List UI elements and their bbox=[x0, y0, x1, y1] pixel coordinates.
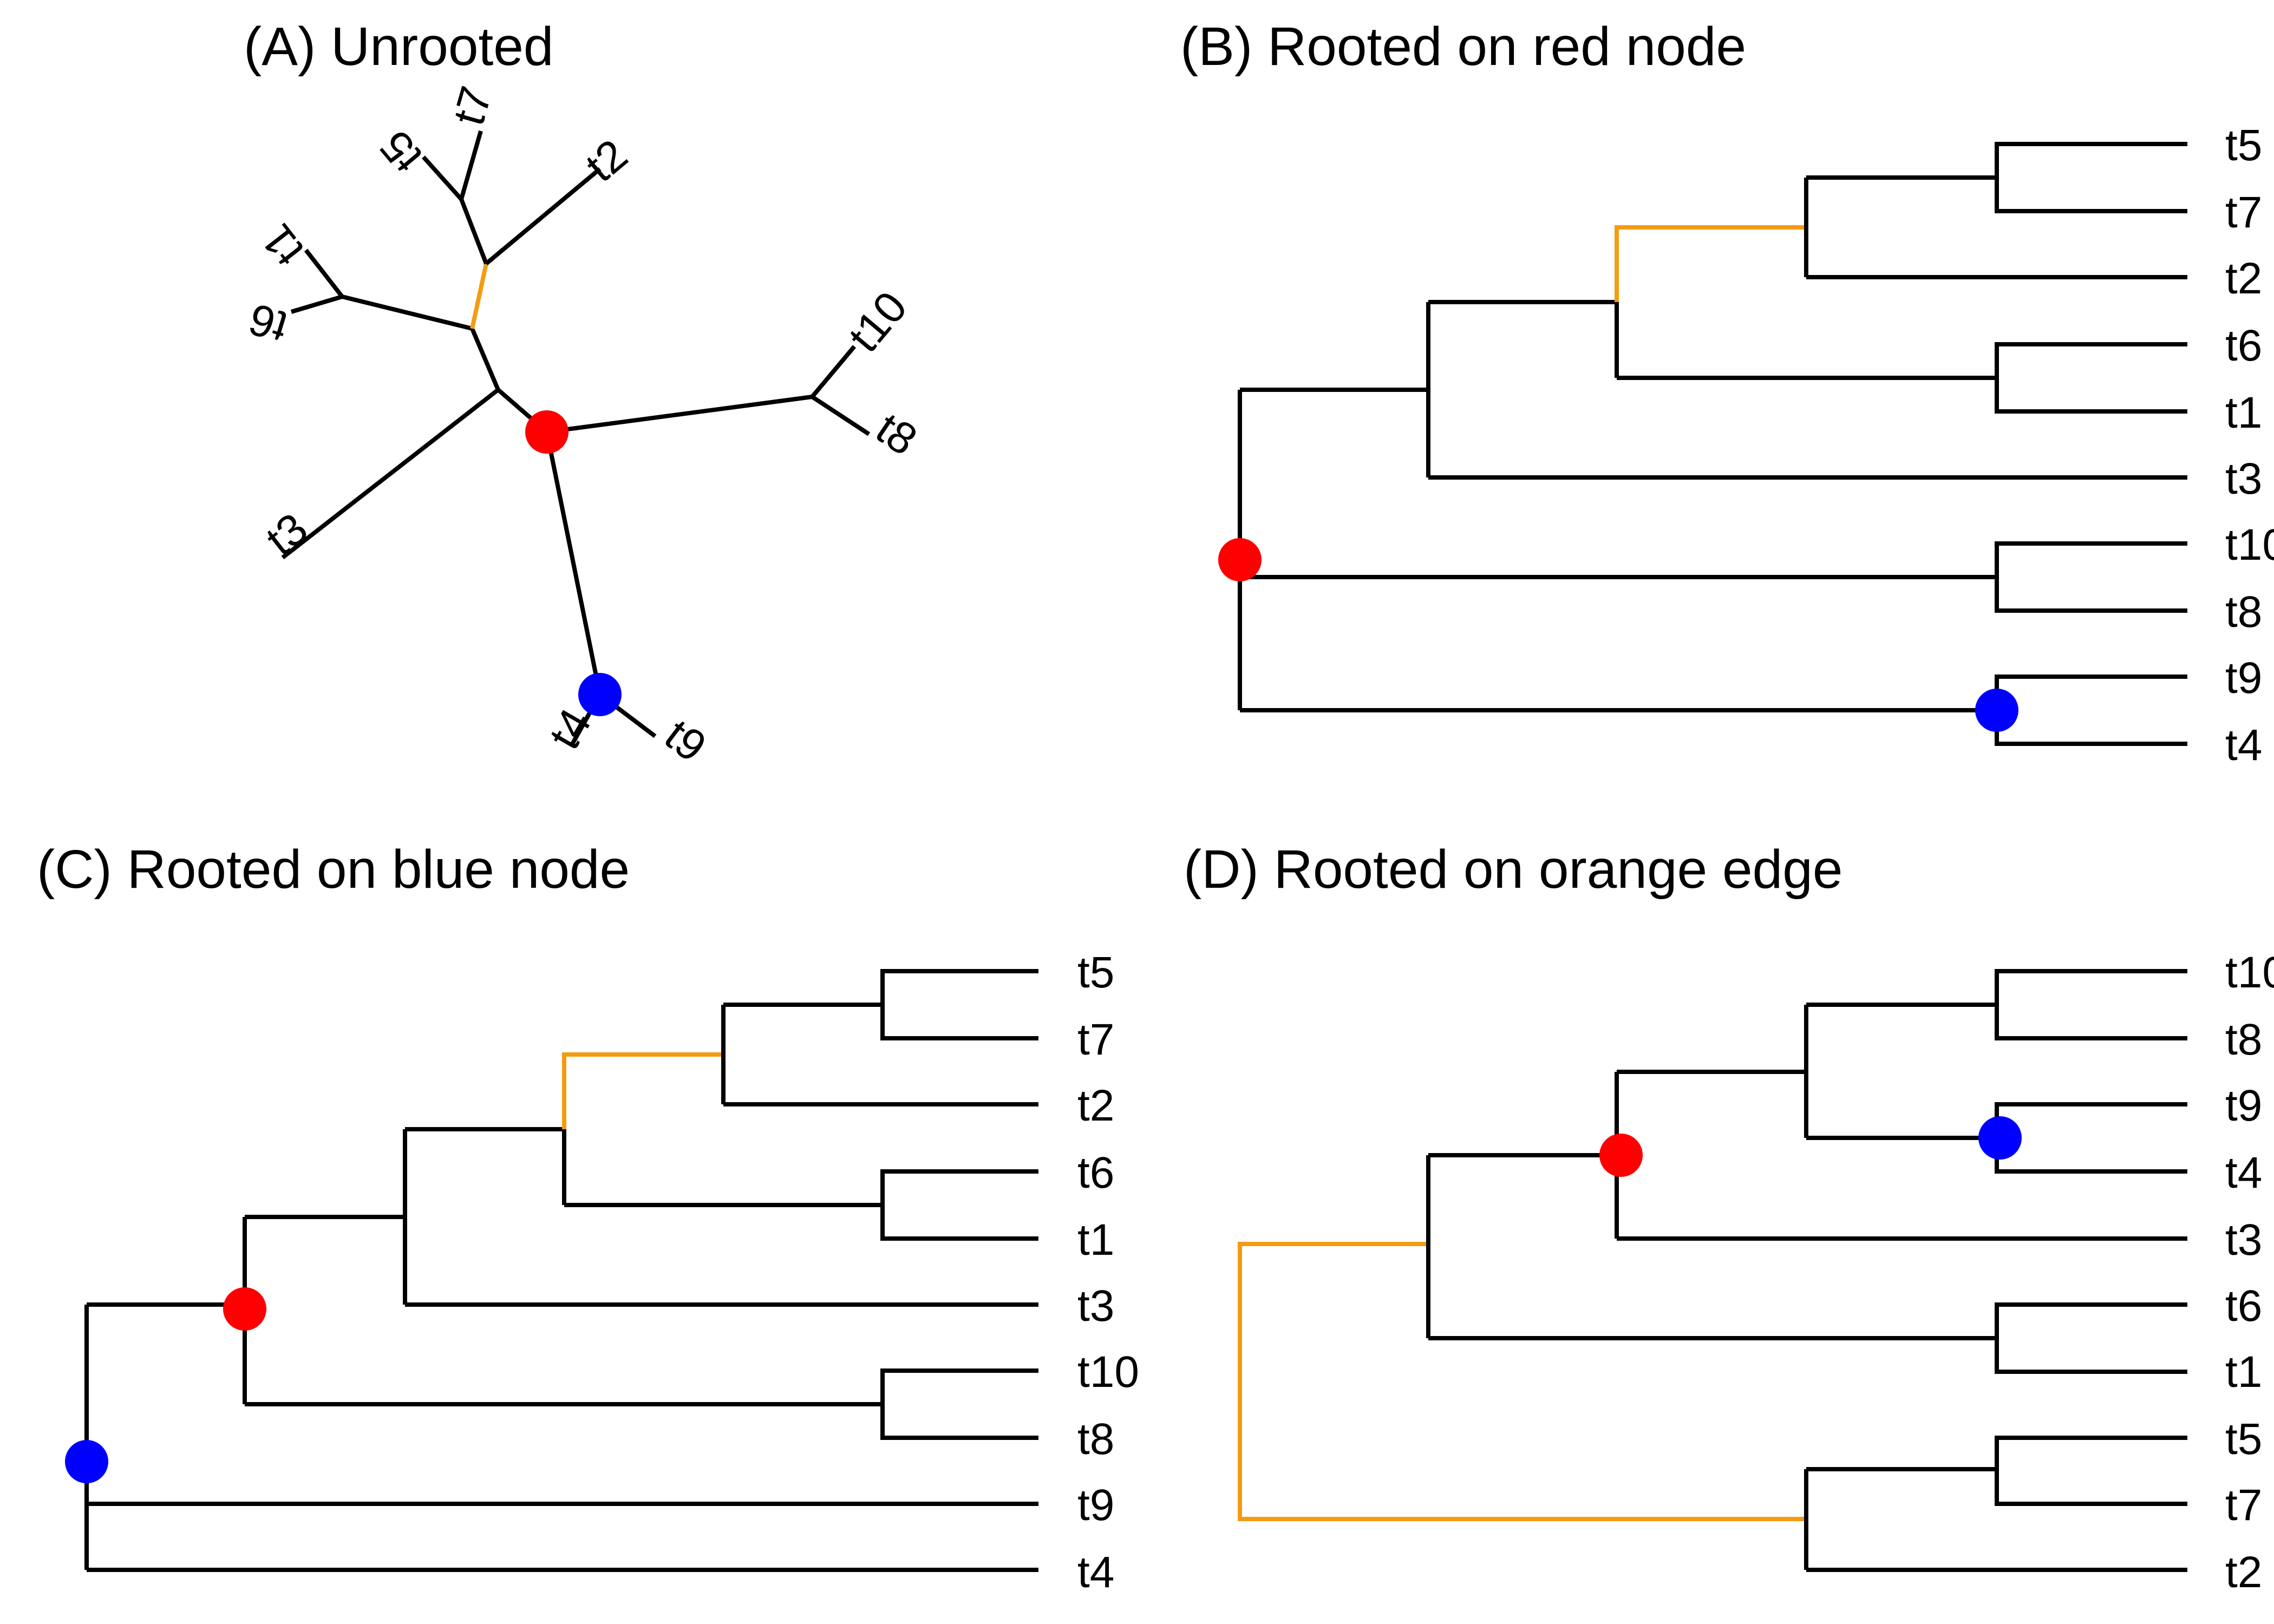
tip-label-t8: t8 bbox=[867, 403, 926, 465]
tip-label: t2 bbox=[1077, 1081, 1114, 1130]
tip-label: t3 bbox=[2225, 1215, 2262, 1265]
tip-label-t6: t6 bbox=[243, 294, 293, 352]
orange-edge bbox=[470, 263, 488, 329]
tip-label-t5: t5 bbox=[370, 121, 432, 181]
tip-label-t9: t9 bbox=[656, 710, 715, 772]
blue-node bbox=[578, 673, 622, 716]
tip-label: t9 bbox=[1077, 1481, 1114, 1530]
edge-t10t8-pair bbox=[1995, 969, 2187, 1040]
panel-a-tree bbox=[281, 130, 871, 747]
red-node bbox=[525, 410, 568, 454]
edge-t9t4-pair bbox=[1995, 1102, 2187, 1174]
orange-edge-root bbox=[1238, 1242, 1806, 1521]
tip-label: t1 bbox=[2225, 1347, 2262, 1397]
tip-label: t6 bbox=[2225, 1281, 2262, 1331]
edge-t6t1-pair bbox=[1995, 1302, 2187, 1374]
edge-to-t7 bbox=[459, 130, 483, 200]
tip-label: t4 bbox=[2225, 1148, 2262, 1197]
tip-label-t1: t1 bbox=[252, 215, 313, 274]
tip-label: t9 bbox=[2225, 1081, 2262, 1130]
edge-t10t8-pair bbox=[1995, 541, 2187, 613]
panel-d-title: (D) Rooted on orange edge bbox=[1184, 839, 1842, 900]
edge-t5t7-pair bbox=[1995, 1436, 2187, 1506]
panel-d-tree bbox=[1238, 969, 2187, 1572]
tip-label: t4 bbox=[1077, 1548, 1114, 1597]
edge-to-inner-node bbox=[470, 328, 500, 391]
edge-t5t7-pair bbox=[1995, 142, 2187, 213]
tip-label: t2 bbox=[2225, 254, 2262, 303]
panel-a: (A) Unrooted t5 t7 t2 t1 bbox=[243, 16, 925, 772]
edge-t5t7-pair bbox=[880, 969, 1038, 1040]
tip-label: t9 bbox=[2225, 653, 2262, 703]
blue-node bbox=[1978, 1116, 2022, 1160]
edge-to-t5t7-node bbox=[459, 198, 488, 265]
edge-t9t4-pair bbox=[1995, 675, 2187, 746]
tip-label: t10 bbox=[1077, 1347, 1139, 1397]
edge-to-t2 bbox=[485, 167, 602, 266]
edge-to-t10 bbox=[810, 345, 857, 398]
red-node bbox=[1599, 1134, 1643, 1177]
tip-label: t4 bbox=[2225, 721, 2262, 770]
edge-red-to-blue bbox=[545, 431, 602, 695]
tip-label: t1 bbox=[2225, 388, 2262, 437]
panel-c-title: (C) Rooted on blue node bbox=[37, 839, 630, 900]
tip-label: t10 bbox=[2225, 520, 2274, 569]
orange-edge bbox=[1615, 225, 1806, 302]
tip-label: t5 bbox=[1077, 948, 1114, 997]
panel-d: (D) Rooted on orange edge t10 t8 bbox=[1184, 839, 2274, 1597]
panel-b: (B) Rooted on red node t5 t7 t2 bbox=[1180, 16, 2274, 770]
orange-edge bbox=[562, 1052, 723, 1129]
panel-c-labels: t5 t7 t2 t6 t1 t3 t10 t8 t9 t4 bbox=[1077, 948, 1139, 1597]
panel-b-title: (B) Rooted on red node bbox=[1180, 16, 1746, 77]
tip-label: t7 bbox=[2225, 1481, 2262, 1530]
tip-label: t8 bbox=[1077, 1415, 1114, 1464]
tip-label: t7 bbox=[1077, 1015, 1114, 1064]
edge-to-t3 bbox=[281, 388, 500, 560]
tip-label: t5 bbox=[2225, 121, 2262, 170]
tip-label: t5 bbox=[2225, 1415, 2262, 1464]
tip-label: t3 bbox=[2225, 454, 2262, 503]
edge-to-t6 bbox=[290, 294, 343, 314]
edge-to-t5 bbox=[422, 155, 463, 201]
panel-c: (C) Rooted on blue node t5 bbox=[37, 839, 1139, 1597]
tip-label: t6 bbox=[2225, 321, 2262, 370]
edge-to-t1 bbox=[304, 248, 344, 298]
edge-to-t8 bbox=[811, 395, 871, 436]
edge-red-to-t8t10-node bbox=[546, 395, 813, 434]
tip-label: t8 bbox=[2225, 1015, 2262, 1064]
blue-node bbox=[1975, 689, 2018, 732]
tip-label: t8 bbox=[2225, 587, 2262, 637]
edge-t6t1-pair bbox=[880, 1169, 1038, 1241]
tip-label: t7 bbox=[2225, 188, 2262, 237]
panel-c-tree bbox=[65, 969, 1038, 1572]
tip-label: t1 bbox=[1077, 1215, 1114, 1265]
panel-a-title: (A) Unrooted bbox=[244, 16, 553, 77]
panel-d-labels: t10 t8 t9 t4 t3 t6 t1 t5 t7 t2 bbox=[2225, 948, 2274, 1597]
edge-to-t1t6-node bbox=[342, 294, 473, 331]
tip-label: t3 bbox=[1077, 1281, 1114, 1331]
panel-b-tree bbox=[1218, 142, 2187, 746]
blue-node bbox=[65, 1440, 108, 1483]
tip-label-t7: t7 bbox=[444, 81, 501, 130]
red-node bbox=[223, 1287, 266, 1331]
edge-t6t1-pair bbox=[1995, 342, 2187, 414]
red-node bbox=[1218, 538, 1262, 581]
tip-label-t3: t3 bbox=[257, 503, 317, 565]
edge-t10t8-pair bbox=[880, 1368, 1038, 1440]
panel-b-labels: t5 t7 t2 t6 t1 t3 t10 t8 t9 t4 bbox=[2225, 121, 2274, 770]
tip-label: t6 bbox=[1077, 1148, 1114, 1197]
tip-label: t2 bbox=[2225, 1548, 2262, 1597]
tip-label: t10 bbox=[2225, 948, 2274, 997]
